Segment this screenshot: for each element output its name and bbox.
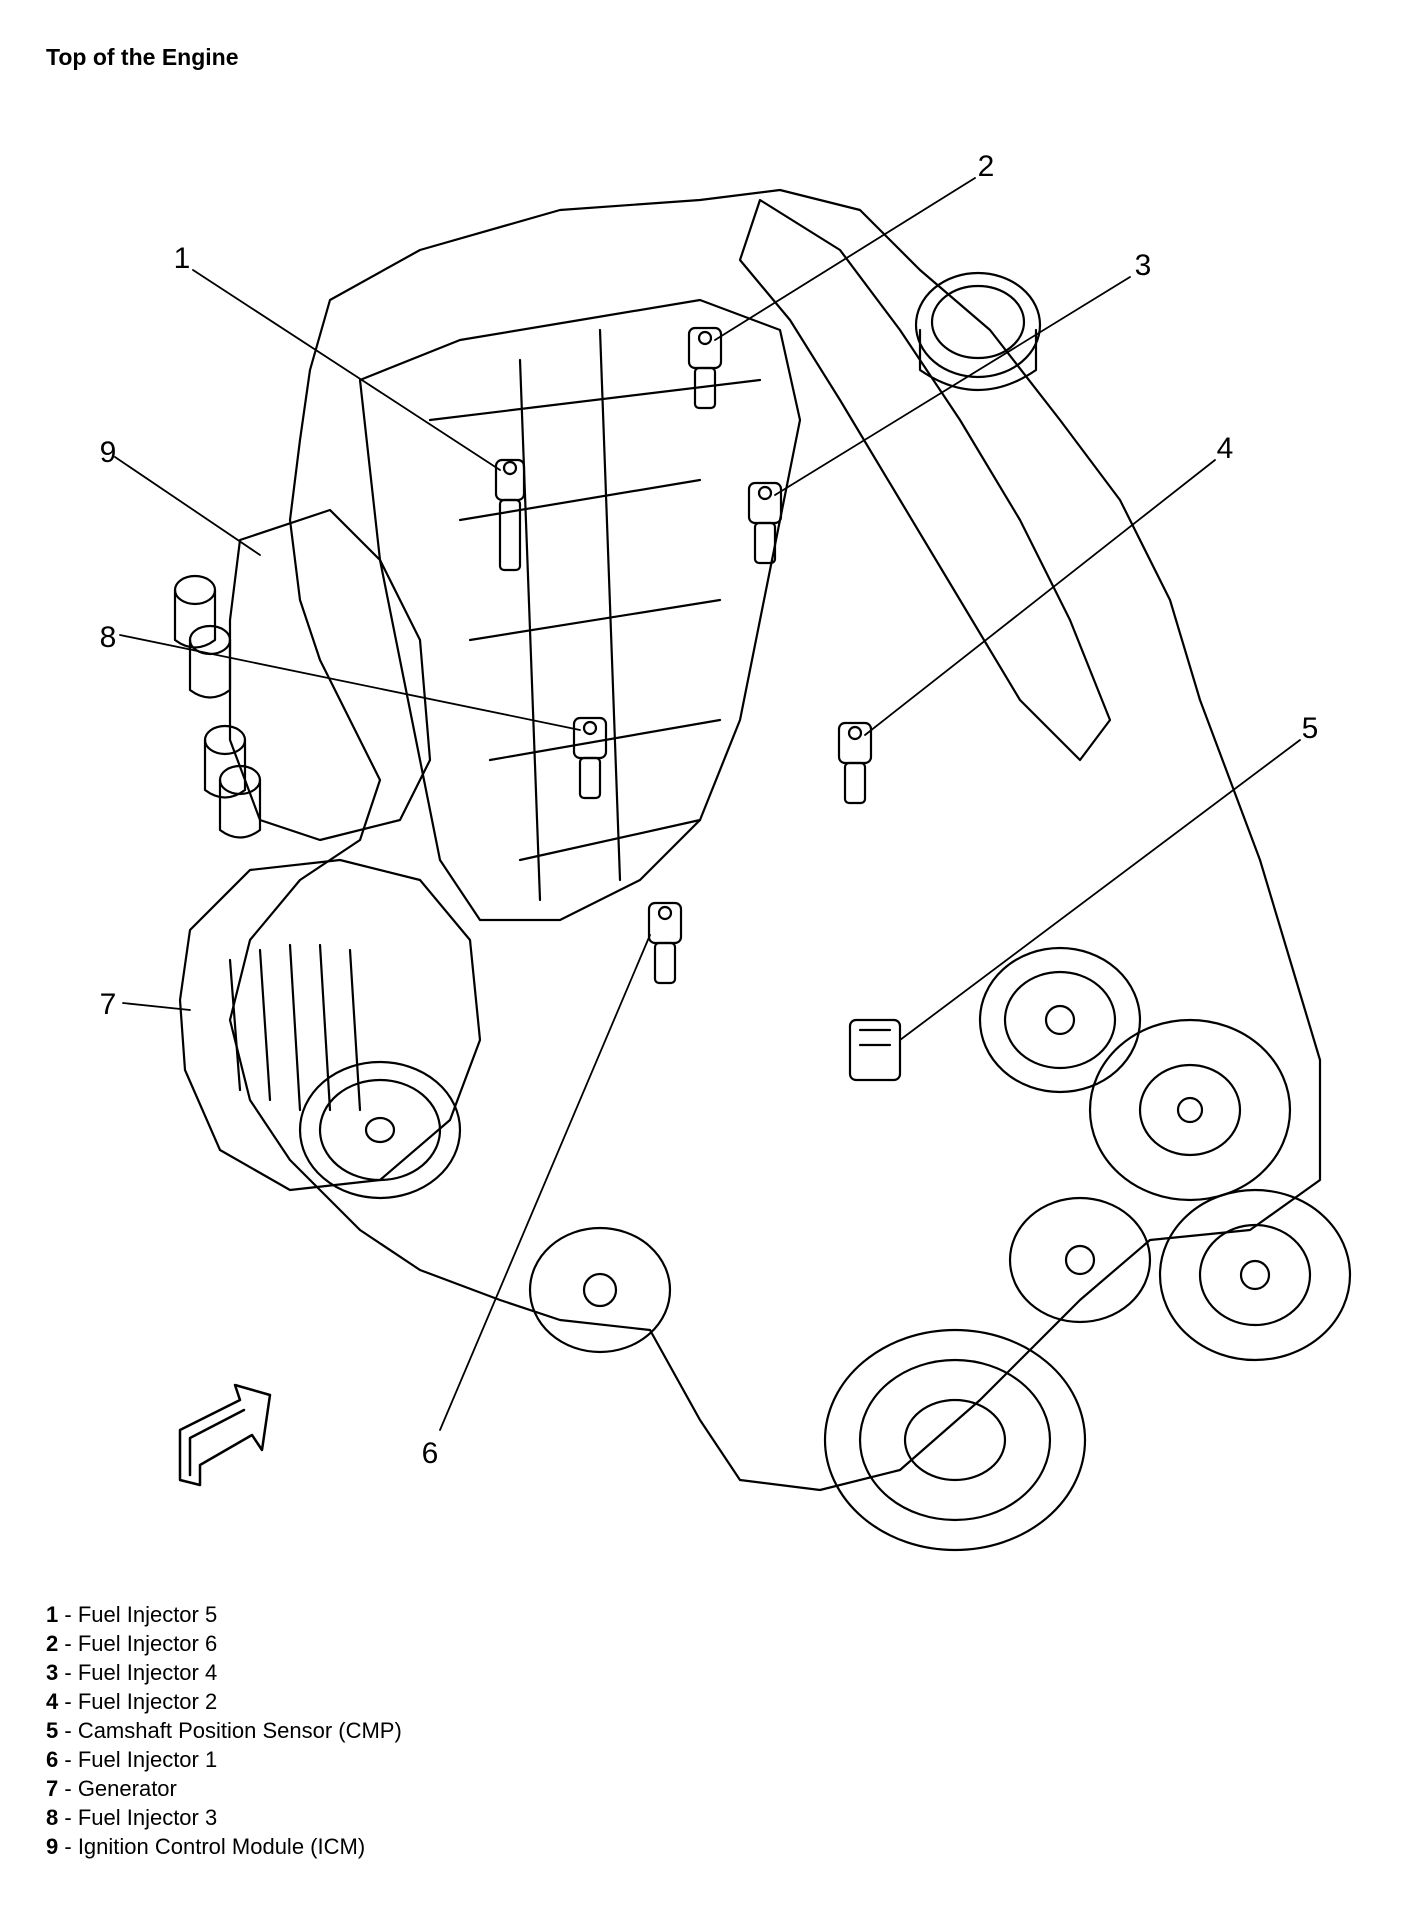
legend-item-2: 2 - Fuel Injector 6 <box>46 1629 402 1658</box>
callout-number-5: 5 <box>1302 712 1319 745</box>
callout-number-8: 8 <box>100 621 117 654</box>
legend-number: 8 <box>46 1805 59 1830</box>
legend-item-5: 5 - Camshaft Position Sensor (CMP) <box>46 1716 402 1745</box>
legend-label: Fuel Injector 6 <box>77 1631 218 1656</box>
leader-line-4 <box>864 459 1216 736</box>
legend-number: 9 <box>46 1834 59 1859</box>
legend-separator: - <box>58 1602 78 1627</box>
engine-illustration: 1 2 3 4 5 6 7 8 9 <box>100 150 1352 1552</box>
legend-number: 1 <box>46 1602 59 1627</box>
oil-fill-cap <box>914 271 1042 392</box>
callout-number-4: 4 <box>1217 432 1234 465</box>
legend-label: Ignition Control Module (ICM) <box>77 1834 366 1859</box>
callout-numbers: 1 2 3 4 5 6 7 8 9 <box>100 150 1319 1470</box>
legend-separator: - <box>58 1834 78 1859</box>
leader-line-8 <box>119 634 581 731</box>
callout-number-7: 7 <box>100 988 117 1021</box>
legend-separator: - <box>58 1776 78 1801</box>
engine-block <box>228 188 1322 1492</box>
legend-item-1: 1 - Fuel Injector 5 <box>46 1600 402 1629</box>
legend-item-9: 9 - Ignition Control Module (ICM) <box>46 1832 402 1861</box>
legend-number: 4 <box>46 1689 59 1714</box>
legend-number: 2 <box>46 1631 59 1656</box>
legend-separator: - <box>58 1805 78 1830</box>
callout-number-9: 9 <box>100 436 117 469</box>
generator <box>178 858 482 1200</box>
fuel-injectors <box>494 326 873 985</box>
page-title: Top of the Engine <box>46 44 239 70</box>
legend-item-4: 4 - Fuel Injector 2 <box>46 1687 402 1716</box>
legend-separator: - <box>58 1631 78 1656</box>
callout-legend: 1 - Fuel Injector 5 2 - Fuel Injector 6 … <box>46 1600 402 1861</box>
callout-number-1: 1 <box>174 242 191 275</box>
legend-number: 5 <box>46 1718 59 1743</box>
legend-label: Fuel Injector 2 <box>77 1689 218 1714</box>
legend-number: 6 <box>46 1747 59 1772</box>
legend-label: Fuel Injector 4 <box>77 1660 218 1685</box>
leader-line-1 <box>192 269 501 471</box>
legend-item-6: 6 - Fuel Injector 1 <box>46 1745 402 1774</box>
leader-line-2 <box>714 177 976 341</box>
leader-line-3 <box>774 276 1131 496</box>
pulleys <box>528 946 1352 1552</box>
callout-number-6: 6 <box>422 1437 439 1470</box>
legend-label: Fuel Injector 1 <box>77 1747 218 1772</box>
legend-item-3: 3 - Fuel Injector 4 <box>46 1658 402 1687</box>
legend-item-8: 8 - Fuel Injector 3 <box>46 1803 402 1832</box>
ignition-control-module <box>173 508 432 842</box>
leader-line-5 <box>899 739 1301 1041</box>
legend-separator: - <box>58 1718 78 1743</box>
callout-number-2: 2 <box>978 150 995 183</box>
callout-leader-lines <box>114 177 1301 1431</box>
legend-number: 3 <box>46 1660 59 1685</box>
legend-label: Fuel Injector 5 <box>77 1602 218 1627</box>
legend-label: Generator <box>77 1776 177 1801</box>
legend-number: 7 <box>46 1776 59 1801</box>
legend-item-7: 7 - Generator <box>46 1774 402 1803</box>
legend-label: Fuel Injector 3 <box>77 1805 218 1830</box>
callout-number-3: 3 <box>1135 249 1152 282</box>
legend-separator: - <box>58 1747 78 1772</box>
legend-separator: - <box>58 1660 78 1685</box>
leader-line-6 <box>439 934 651 1431</box>
camshaft-position-sensor <box>848 1018 902 1082</box>
leader-line-7 <box>122 1002 191 1011</box>
legend-label: Camshaft Position Sensor (CMP) <box>77 1718 402 1743</box>
legend-separator: - <box>58 1689 78 1714</box>
front-direction-arrow-icon <box>178 1383 272 1487</box>
leader-line-9 <box>114 456 261 556</box>
